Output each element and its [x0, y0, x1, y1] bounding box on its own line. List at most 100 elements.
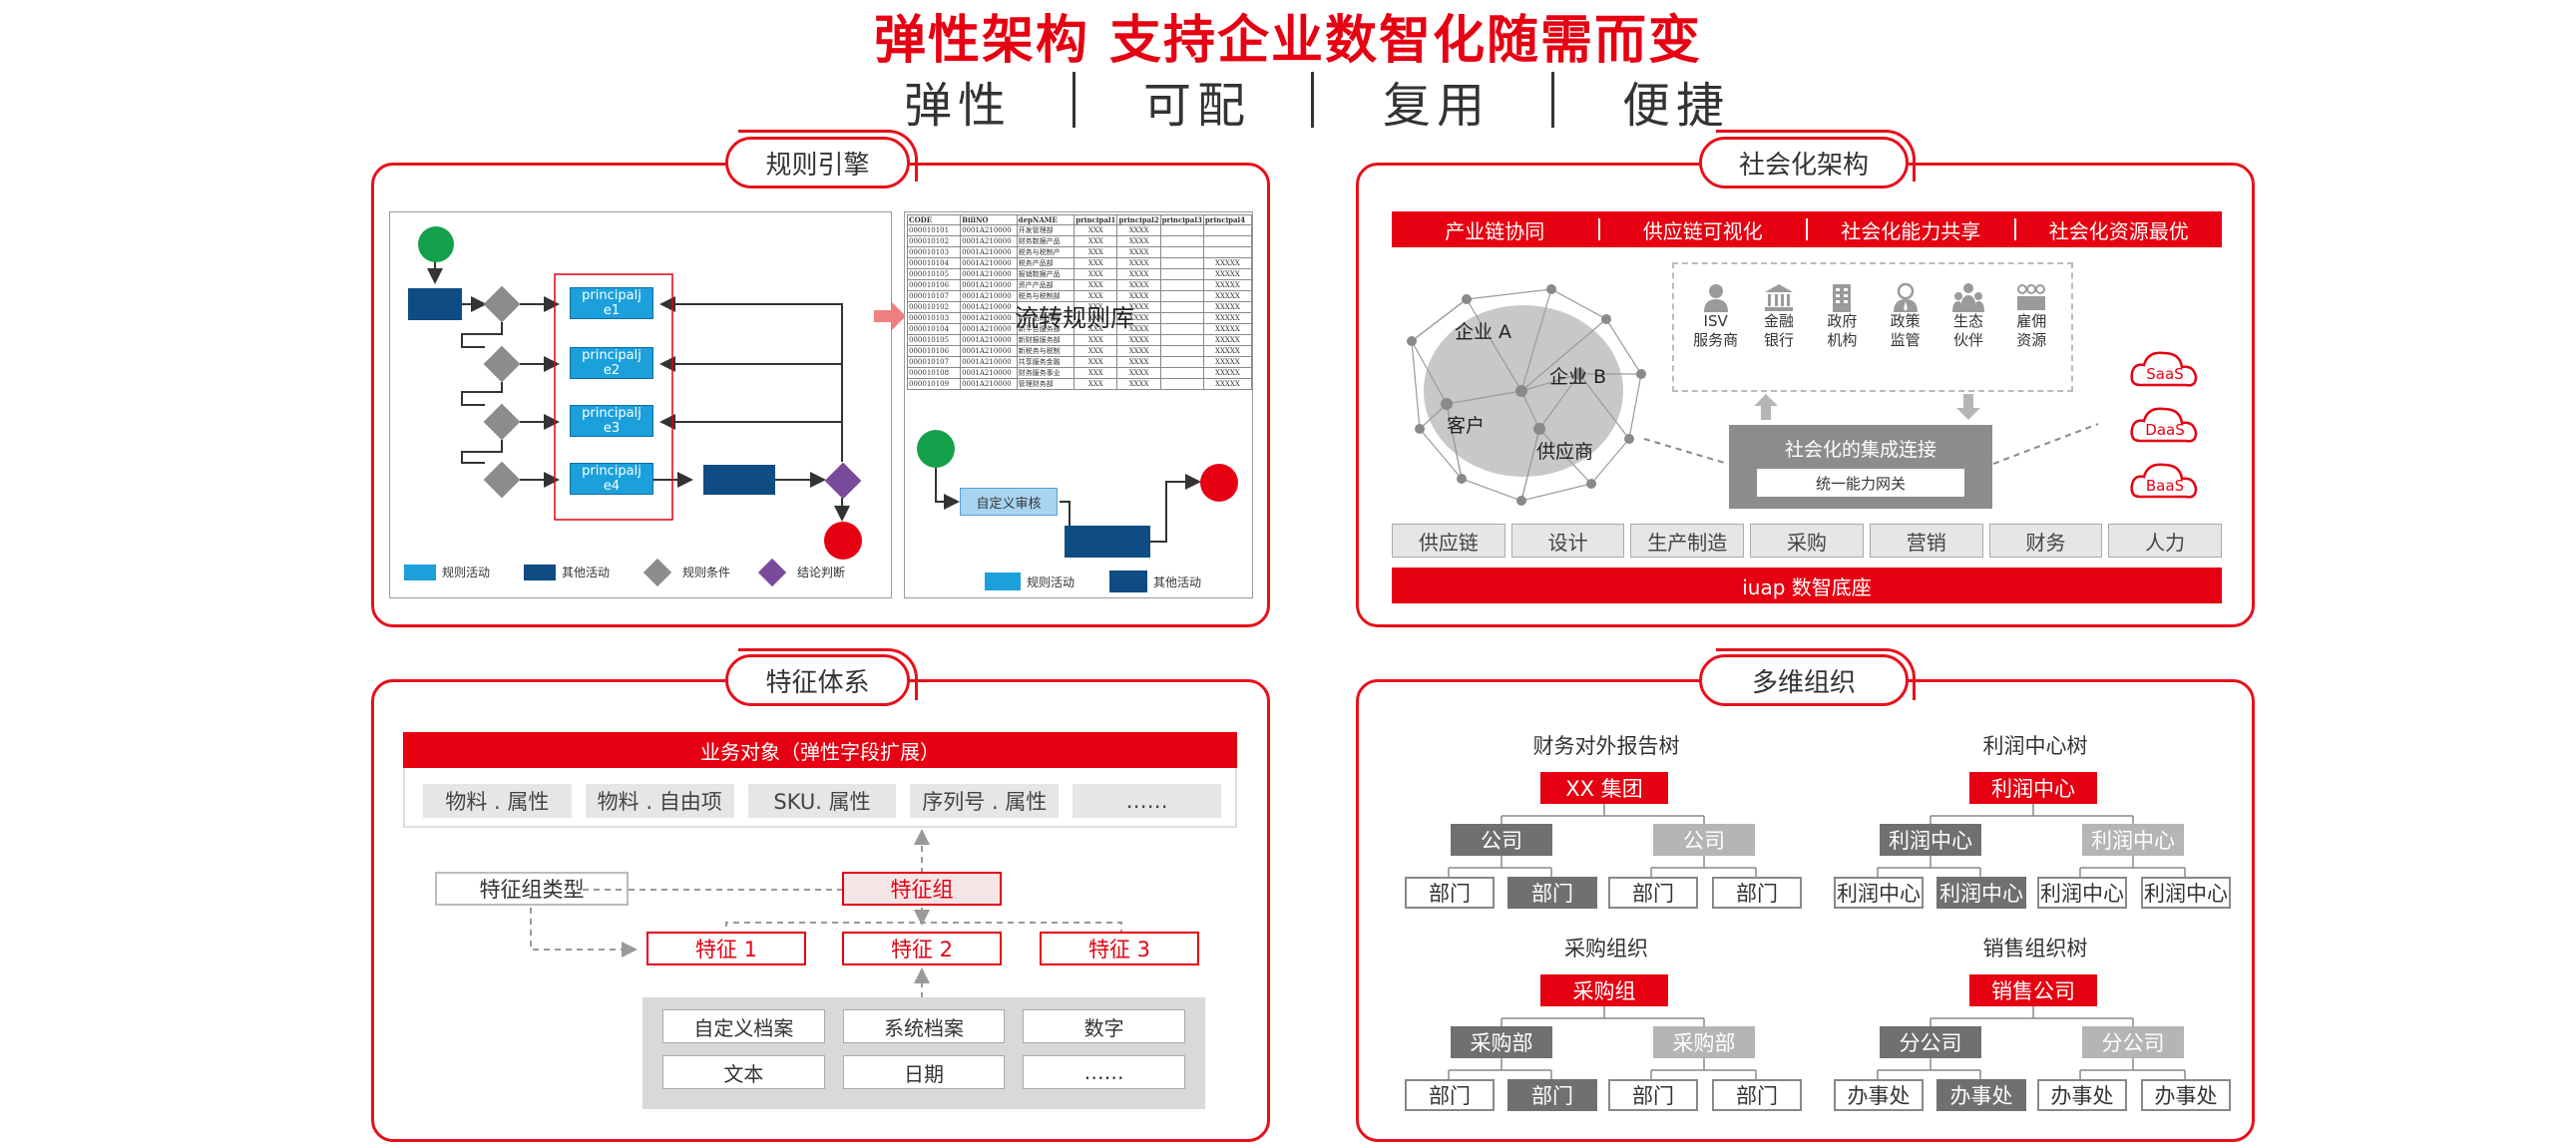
- resource-label: 生态: [1952, 312, 1983, 330]
- node-text: principalj: [582, 348, 642, 363]
- business-object-box: 业务对象（弹性字段扩展） 物料 . 属性 物料 . 自由项 SKU. 属性 序列…: [403, 732, 1237, 828]
- person-icon: [1703, 284, 1728, 312]
- globe-label-supplier: 供应商: [1536, 441, 1594, 463]
- social-top-item: 社会化能力共享: [1841, 218, 1981, 243]
- keyword-divider: [1551, 72, 1554, 128]
- tree-title: 利润中心树: [1982, 734, 2088, 758]
- resource-item: 政策监管: [1874, 282, 1936, 350]
- tree-leaf-node: 部门: [1405, 877, 1495, 909]
- tree-leaf-node: 部门: [1507, 877, 1597, 909]
- source-item: 数字: [1023, 1009, 1185, 1043]
- purchase-org-tree: 采购组织采购组采购部采购部部门部门部门部门: [1397, 935, 1816, 1114]
- node-text: principalj: [582, 406, 642, 421]
- module-item: 生产制造: [1630, 524, 1745, 558]
- business-object-header: 业务对象（弹性字段扩展）: [403, 732, 1237, 768]
- resource-label: 金融: [1763, 312, 1794, 330]
- globe-label-a: 企业 A: [1455, 321, 1512, 343]
- keyword-elastic: 弹性: [903, 78, 1012, 134]
- dashed-links: [1643, 423, 2099, 465]
- tree-connectors: [1877, 804, 2186, 877]
- start-node: [917, 430, 955, 468]
- node-text: e2: [603, 363, 621, 378]
- tree-root-node: 销售公司: [1969, 974, 2097, 1006]
- attribute-item: 物料 . 自由项: [585, 784, 734, 818]
- node-text: e4: [603, 479, 621, 494]
- table-cell: [1159, 378, 1204, 390]
- source-item: 系统档案: [842, 1009, 1006, 1043]
- legend-label: 其他活动: [562, 566, 611, 579]
- resource-item: 雇佣资源: [2000, 282, 2063, 350]
- legend-other-activity-swatch: [524, 565, 556, 580]
- module-item: 营销: [1869, 524, 1983, 558]
- flowchart-connectors: [427, 260, 850, 522]
- tree-title: 财务对外报告树: [1532, 734, 1680, 758]
- feature-group: 特征组: [842, 872, 1002, 906]
- feature-source-grid: 自定义档案 系统档案 数字 文本 日期 ……: [662, 1009, 1185, 1089]
- resource-label: 机构: [1827, 331, 1858, 349]
- resource-label: 政府: [1827, 312, 1858, 330]
- tree-connectors: [1448, 1006, 1757, 1079]
- tag-decoration: [1716, 130, 1916, 182]
- tree-child-node: 公司: [1653, 824, 1755, 856]
- social-top-item: 供应链可视化: [1642, 218, 1763, 243]
- feature-item: 特征 2: [842, 932, 1002, 965]
- legend-label: 规则活动: [1027, 575, 1075, 589]
- tree-child-node: 公司: [1451, 824, 1552, 856]
- feature-system-tag: 特征体系: [725, 654, 910, 706]
- legend-label: 其他活动: [1153, 575, 1202, 589]
- globe-label-b: 企业 B: [1549, 366, 1607, 388]
- tree-leaf-node: 利润中心: [2141, 877, 2231, 909]
- feature-source-box: 自定义档案 系统档案 数字 文本 日期 ……: [643, 997, 1205, 1109]
- cloud-daas: DaaS: [2145, 421, 2185, 439]
- attribute-item: 物料 . 属性: [423, 784, 572, 818]
- legend-label: 规则条件: [682, 566, 731, 579]
- end-node: [1200, 464, 1238, 502]
- start-node: [418, 226, 454, 262]
- attribute-item: ……: [1073, 784, 1221, 818]
- integration-arrows: [1754, 394, 1980, 420]
- attribute-item: 序列号 . 属性: [910, 784, 1060, 818]
- module-item: 供应链: [1392, 524, 1505, 558]
- bank-icon: [1764, 284, 1793, 311]
- tree-leaf-node: 利润中心: [2037, 877, 2127, 909]
- business-modules-row: 供应链 设计 生产制造 采购 营销 财务 人力: [1392, 524, 2223, 558]
- tree-connectors: [1877, 1006, 2186, 1079]
- social-architecture-tag: 社会化架构: [1699, 137, 1909, 189]
- page-title: 弹性架构 支持企业数智化随需而变: [873, 10, 1703, 71]
- cloud-saas: SaaS: [2146, 365, 2184, 383]
- social-top-bar: 产业链协同 供应链可视化 社会化能力共享 社会化资源最优: [1392, 211, 2222, 247]
- table-cell: XXXXX: [1202, 378, 1253, 390]
- other-activity-box: [1065, 526, 1150, 558]
- tree-child-node: 采购部: [1451, 1026, 1552, 1058]
- resource-label: 雇佣: [2016, 312, 2047, 330]
- tree-leaf-node: 利润中心: [1834, 877, 1924, 909]
- other-activity-box: [408, 288, 462, 320]
- source-item: 日期: [842, 1055, 1006, 1089]
- other-activity-box: [703, 465, 775, 495]
- node-text: e1: [603, 303, 621, 318]
- tree-leaf-node: 部门: [1608, 877, 1698, 909]
- globe-label-customer: 客户: [1447, 415, 1486, 437]
- cloud-icons: [2130, 351, 2198, 499]
- source-item: ……: [1023, 1055, 1185, 1089]
- regulator-icon: [1893, 282, 1918, 312]
- tree-child-node: 利润中心: [2082, 824, 2184, 856]
- tree-leaf-node: 部门: [1507, 1079, 1597, 1111]
- tree-leaf-node: 办事处: [1936, 1079, 2026, 1111]
- end-node: [824, 522, 862, 560]
- sales-org-tree: 销售组织树销售公司分公司分公司办事处办事处办事处办事处: [1826, 935, 2245, 1114]
- rule-library-label: 流转规则库: [1015, 304, 1134, 332]
- social-top-item: 社会化资源最优: [2048, 218, 2189, 243]
